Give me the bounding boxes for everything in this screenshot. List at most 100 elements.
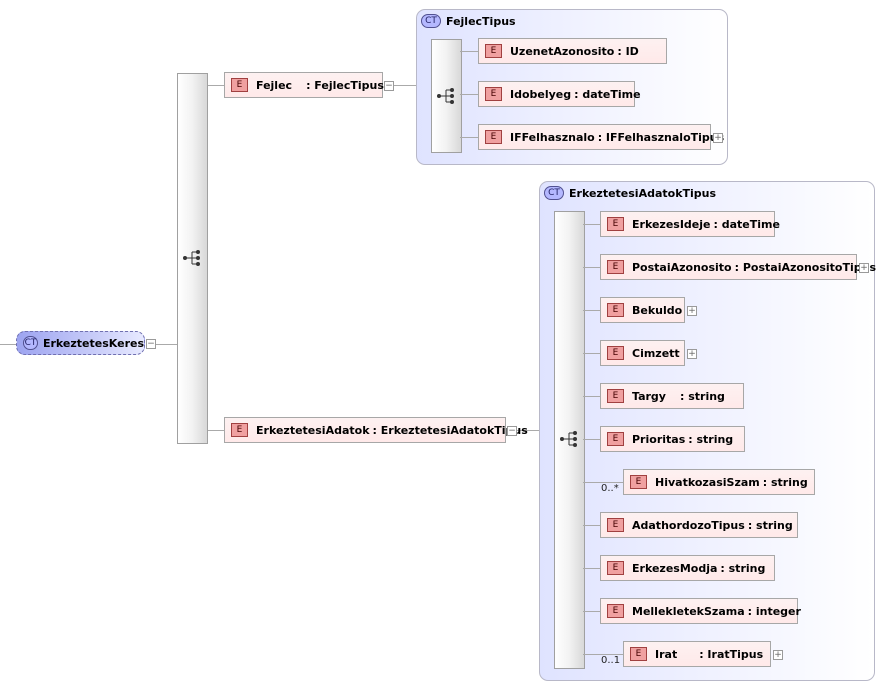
element-erkeztetesi-adatok[interactable]: E ErkeztetesiAdatok : ErkeztetesiAdatokT… bbox=[224, 417, 528, 443]
element-name: Fejlec bbox=[256, 78, 293, 92]
element-name: Bekuldo bbox=[632, 303, 683, 317]
expand-icon[interactable]: + bbox=[687, 306, 697, 316]
element-type: : dateTime bbox=[574, 87, 641, 101]
element-if-felhasznalo[interactable]: E IFFelhasznalo : IFFelhasznaloTipus bbox=[478, 124, 724, 150]
sequence-icon bbox=[437, 88, 454, 104]
connector-line bbox=[583, 439, 600, 440]
connector-line bbox=[583, 224, 600, 225]
element-idobelyeg[interactable]: E Idobelyeg : dateTime bbox=[478, 81, 641, 107]
element-erkezes-modja[interactable]: E ErkezesModja : string bbox=[600, 555, 775, 581]
element-type: : IFFelhasznaloTipus bbox=[597, 130, 725, 144]
element-type: : string bbox=[720, 561, 766, 575]
fejlec-sequence-compositor[interactable] bbox=[431, 39, 462, 153]
element-name: Irat bbox=[655, 647, 678, 661]
element-type: : string bbox=[679, 389, 725, 403]
element-icon: E bbox=[231, 78, 248, 92]
connector-line bbox=[0, 344, 16, 345]
element-name: ErkezesModja bbox=[632, 561, 718, 575]
connector-line bbox=[460, 137, 478, 138]
element-icon: E bbox=[231, 423, 248, 437]
element-uzenet-azonosito[interactable]: E UzenetAzonosito : ID bbox=[478, 38, 667, 64]
complex-type-title: CT ErkeztetesiAdatokTipus bbox=[544, 186, 716, 200]
expand-icon[interactable]: + bbox=[859, 263, 869, 273]
element-name: HivatkozasiSzam bbox=[655, 475, 760, 489]
element-icon: E bbox=[485, 44, 502, 58]
connector-line bbox=[583, 611, 600, 612]
element-postai-azonosito[interactable]: E PostaiAzonosito : PostaiAzonositoTipus bbox=[600, 254, 876, 280]
element-type: : ErkeztetesiAdatokTipus bbox=[372, 423, 528, 437]
element-type: : integer bbox=[747, 604, 801, 618]
element-type: : FejlecTipus bbox=[306, 78, 384, 92]
element-fejlec[interactable]: E Fejlec : FejlecTipus bbox=[224, 72, 384, 98]
element-name: Targy bbox=[632, 389, 666, 403]
element-type: : ID bbox=[617, 44, 639, 58]
element-name: ErkezesIdeje bbox=[632, 217, 711, 231]
root-sequence-compositor[interactable] bbox=[177, 73, 208, 444]
element-erkezes-ideje[interactable]: E ErkezesIdeje : dateTime bbox=[600, 211, 780, 237]
element-adathordozo-tipus[interactable]: E AdathordozoTipus : string bbox=[600, 512, 798, 538]
element-type: : string bbox=[688, 432, 734, 446]
sequence-icon bbox=[560, 431, 577, 447]
element-prioritas[interactable]: E Prioritas : string bbox=[600, 426, 745, 452]
element-type: : dateTime bbox=[713, 217, 780, 231]
collapse-icon[interactable]: − bbox=[146, 339, 156, 349]
element-name: IFFelhasznalo bbox=[510, 130, 595, 144]
connector-line bbox=[206, 85, 224, 86]
element-icon: E bbox=[607, 346, 624, 360]
connector-line bbox=[206, 430, 224, 431]
connector-line bbox=[583, 396, 600, 397]
element-name: Prioritas bbox=[632, 432, 686, 446]
complex-type-icon: CT bbox=[544, 186, 564, 200]
expand-icon[interactable]: + bbox=[687, 349, 697, 359]
complex-type-icon: CT bbox=[23, 336, 38, 350]
element-targy[interactable]: E Targy : string bbox=[600, 383, 744, 409]
complex-type-name: FejlecTipus bbox=[446, 14, 516, 28]
element-icon: E bbox=[607, 303, 624, 317]
element-icon: E bbox=[607, 561, 624, 575]
element-name: Cimzett bbox=[632, 346, 680, 360]
element-mellekletek-szama[interactable]: E MellekletekSzama : integer bbox=[600, 598, 801, 624]
element-type: : PostaiAzonositoTipus bbox=[734, 260, 876, 274]
connector-line bbox=[583, 310, 600, 311]
connector-line bbox=[517, 430, 539, 431]
element-icon: E bbox=[630, 475, 647, 489]
element-hivatkozasi-szam[interactable]: E HivatkozasiSzam : string bbox=[623, 469, 815, 495]
erkeztetes-sequence-compositor[interactable] bbox=[554, 211, 585, 669]
connector-line bbox=[583, 568, 600, 569]
element-icon: E bbox=[485, 130, 502, 144]
element-cimzett[interactable]: E Cimzett bbox=[600, 340, 685, 366]
occurrence-label: 0..1 bbox=[601, 655, 621, 666]
expand-icon[interactable]: + bbox=[773, 650, 783, 660]
element-name: AdathordozoTipus bbox=[632, 518, 745, 532]
element-name: PostaiAzonosito bbox=[632, 260, 732, 274]
element-icon: E bbox=[607, 432, 624, 446]
expand-icon[interactable]: + bbox=[713, 133, 723, 143]
connector-line bbox=[460, 94, 478, 95]
element-icon: E bbox=[607, 604, 624, 618]
sequence-icon bbox=[183, 250, 200, 266]
connector-line bbox=[583, 525, 600, 526]
complex-type-title: CT FejlecTipus bbox=[421, 14, 516, 28]
complex-type-icon: CT bbox=[421, 14, 441, 28]
occurrence-label: 0..* bbox=[601, 483, 619, 494]
connector-line bbox=[460, 51, 478, 52]
element-icon: E bbox=[607, 260, 624, 274]
element-icon: E bbox=[607, 389, 624, 403]
collapse-icon[interactable]: − bbox=[507, 426, 517, 436]
element-irat[interactable]: E Irat : IratTipus bbox=[623, 641, 771, 667]
element-type: : IratTipus bbox=[699, 647, 764, 661]
collapse-icon[interactable]: − bbox=[384, 81, 394, 91]
root-element-erkeztetes-keres[interactable]: CT ErkeztetesKeres bbox=[16, 331, 145, 355]
connector-line bbox=[583, 267, 600, 268]
element-type: : string bbox=[762, 475, 808, 489]
connector-line bbox=[583, 482, 623, 483]
element-type: : string bbox=[747, 518, 793, 532]
connector-line bbox=[583, 654, 623, 655]
element-bekuldo[interactable]: E Bekuldo bbox=[600, 297, 685, 323]
element-icon: E bbox=[607, 518, 624, 532]
connector-line bbox=[156, 344, 178, 345]
element-name: ErkeztetesiAdatok bbox=[256, 423, 370, 437]
element-icon: E bbox=[485, 87, 502, 101]
element-icon: E bbox=[607, 217, 624, 231]
complex-type-name: ErkeztetesiAdatokTipus bbox=[569, 186, 717, 200]
